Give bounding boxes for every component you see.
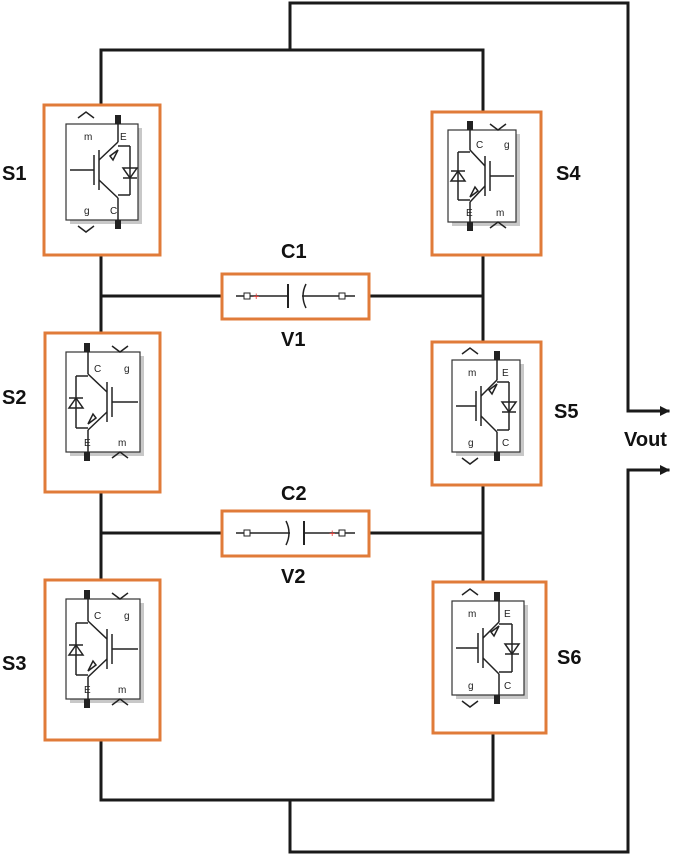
port-c-label: C — [94, 611, 101, 622]
switch-s3-label: S3 — [2, 653, 26, 675]
switch-s5-highlight — [430, 340, 543, 487]
output-vout-label: Vout — [624, 429, 667, 451]
port-c-label: C — [94, 364, 101, 375]
switch-s4[interactable]: C g E m S4 — [430, 110, 581, 257]
switch-s2[interactable]: C g E m S2 — [2, 331, 162, 494]
switch-s2-label: S2 — [2, 387, 26, 409]
port-m-label: m — [118, 438, 126, 449]
port-c-label: C — [110, 206, 117, 217]
capacitor-c2-highlight — [220, 509, 371, 558]
port-e-label: E — [84, 685, 91, 696]
port-c-label: C — [476, 140, 483, 151]
port-e-label: E — [504, 609, 511, 620]
port-e-label: E — [120, 132, 127, 143]
igbt-icon: C g E m — [65, 590, 144, 708]
igbt-icon: m g E C — [65, 111, 142, 233]
switch-s6-label: S6 — [557, 647, 581, 669]
port-g-label: g — [124, 364, 130, 375]
capacitor-c1[interactable]: + C1 V1 — [220, 241, 371, 351]
port-m-label: m — [468, 609, 476, 620]
capacitor-v2-label: V2 — [281, 566, 305, 588]
svg-text:+: + — [329, 528, 335, 540]
port-g-label: g — [84, 206, 90, 217]
capacitor-c1-label: C1 — [281, 241, 307, 263]
capacitor-c2-label: C2 — [281, 483, 307, 505]
svg-text:+: + — [253, 291, 259, 303]
switch-s5-label: S5 — [554, 401, 578, 423]
switch-s6-highlight — [431, 580, 548, 735]
igbt-icon: C g E m — [65, 343, 144, 461]
switch-s3[interactable]: C g E m S3 — [2, 578, 162, 742]
port-g-label: g — [468, 681, 474, 692]
port-c-label: C — [502, 438, 509, 449]
capacitor-c2[interactable]: + C2 V2 — [220, 483, 371, 588]
capacitor-icon: + — [236, 283, 355, 309]
port-e-label: E — [466, 208, 473, 219]
switch-s2-highlight — [43, 331, 162, 494]
port-g-label: g — [504, 140, 510, 151]
port-e-label: E — [84, 438, 91, 449]
igbt-icon: C g E m — [447, 121, 520, 231]
capacitor-v1-label: V1 — [281, 329, 305, 351]
igbt-icon: m E g C — [451, 588, 528, 708]
switch-s1-label: S1 — [2, 163, 26, 185]
switch-s1[interactable]: m g E C S1 — [2, 103, 162, 257]
switch-s4-highlight — [430, 110, 543, 257]
switch-s5[interactable]: m E g C S5 — [430, 340, 578, 487]
port-g-label: g — [468, 438, 474, 449]
wires — [99, 1, 670, 854]
port-e-label: E — [502, 368, 509, 379]
switch-s4-label: S4 — [556, 163, 581, 185]
capacitor-icon: + — [236, 520, 355, 546]
switch-s1-highlight — [42, 103, 162, 257]
port-m-label: m — [468, 368, 476, 379]
switch-s6[interactable]: m E g C S6 — [431, 580, 581, 735]
port-g-label: g — [124, 611, 130, 622]
port-m-label: m — [118, 685, 126, 696]
port-m-label: m — [84, 132, 92, 143]
capacitor-c1-highlight — [220, 272, 371, 321]
port-c-label: C — [504, 681, 511, 692]
igbt-icon: m E g C — [451, 347, 524, 465]
port-m-label: m — [496, 208, 504, 219]
switch-s3-highlight — [43, 578, 162, 742]
